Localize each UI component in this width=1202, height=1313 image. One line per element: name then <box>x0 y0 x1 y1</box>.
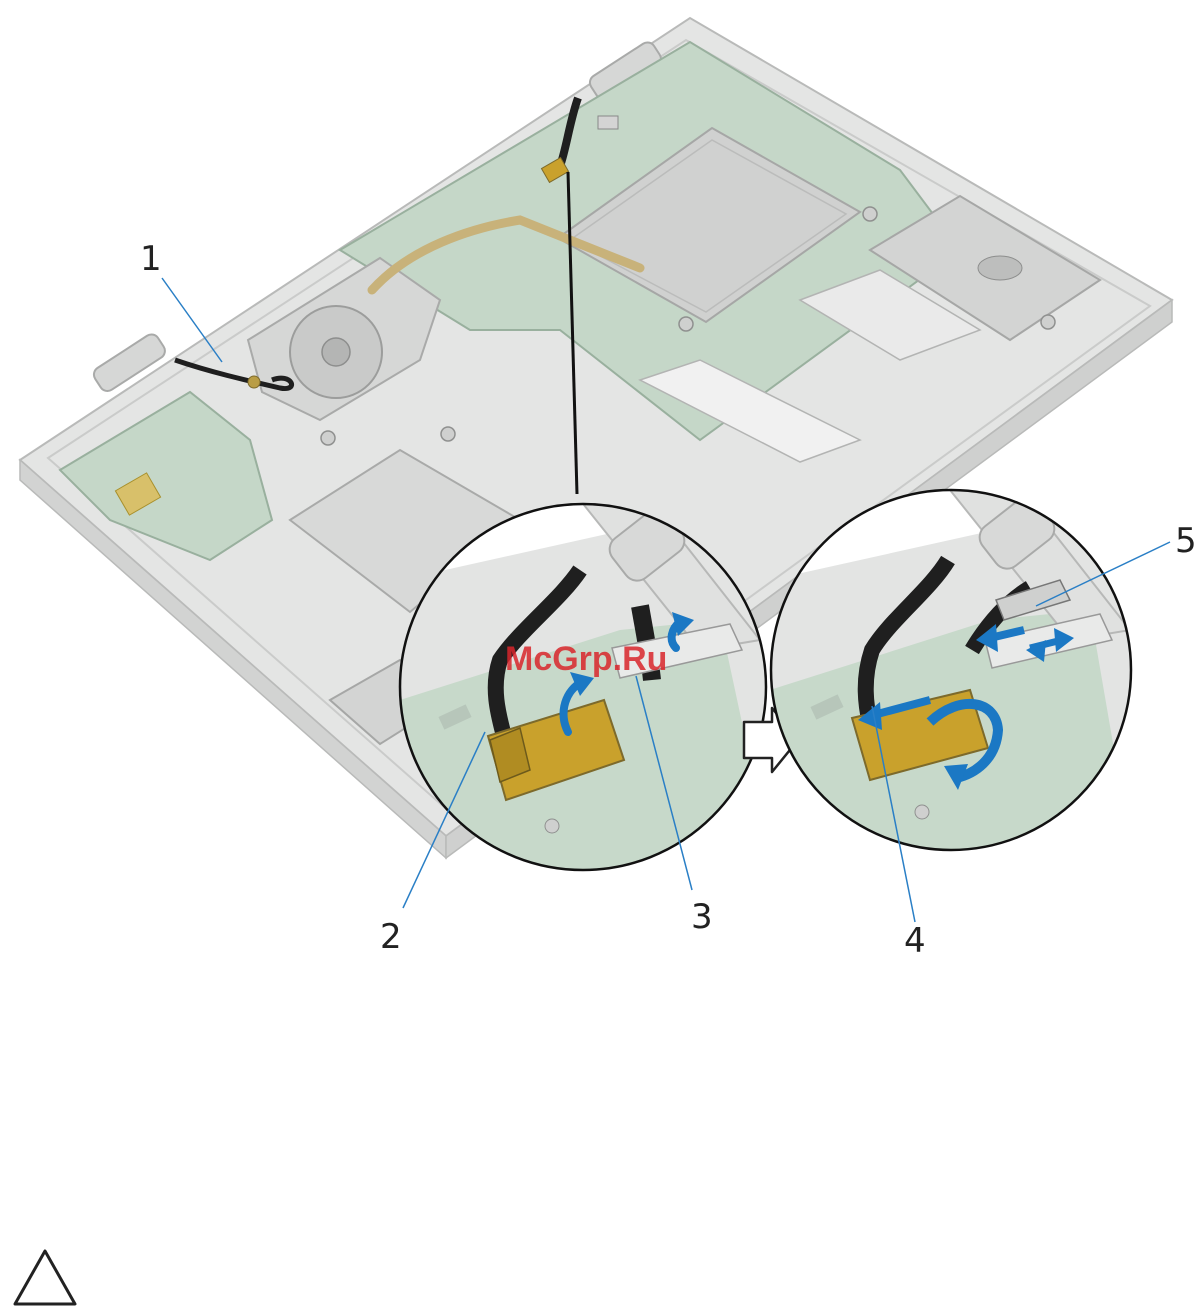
caution-triangle-icon <box>15 1251 75 1304</box>
callout-4: 4 <box>904 921 926 961</box>
callout-2: 2 <box>380 917 402 957</box>
magnified-view-step-2 <box>770 490 1140 900</box>
callout-3: 3 <box>691 897 713 937</box>
callout-5: 5 <box>1175 521 1197 561</box>
callout-1: 1 <box>140 239 162 279</box>
watermark: McGrp.Ru <box>505 640 667 678</box>
